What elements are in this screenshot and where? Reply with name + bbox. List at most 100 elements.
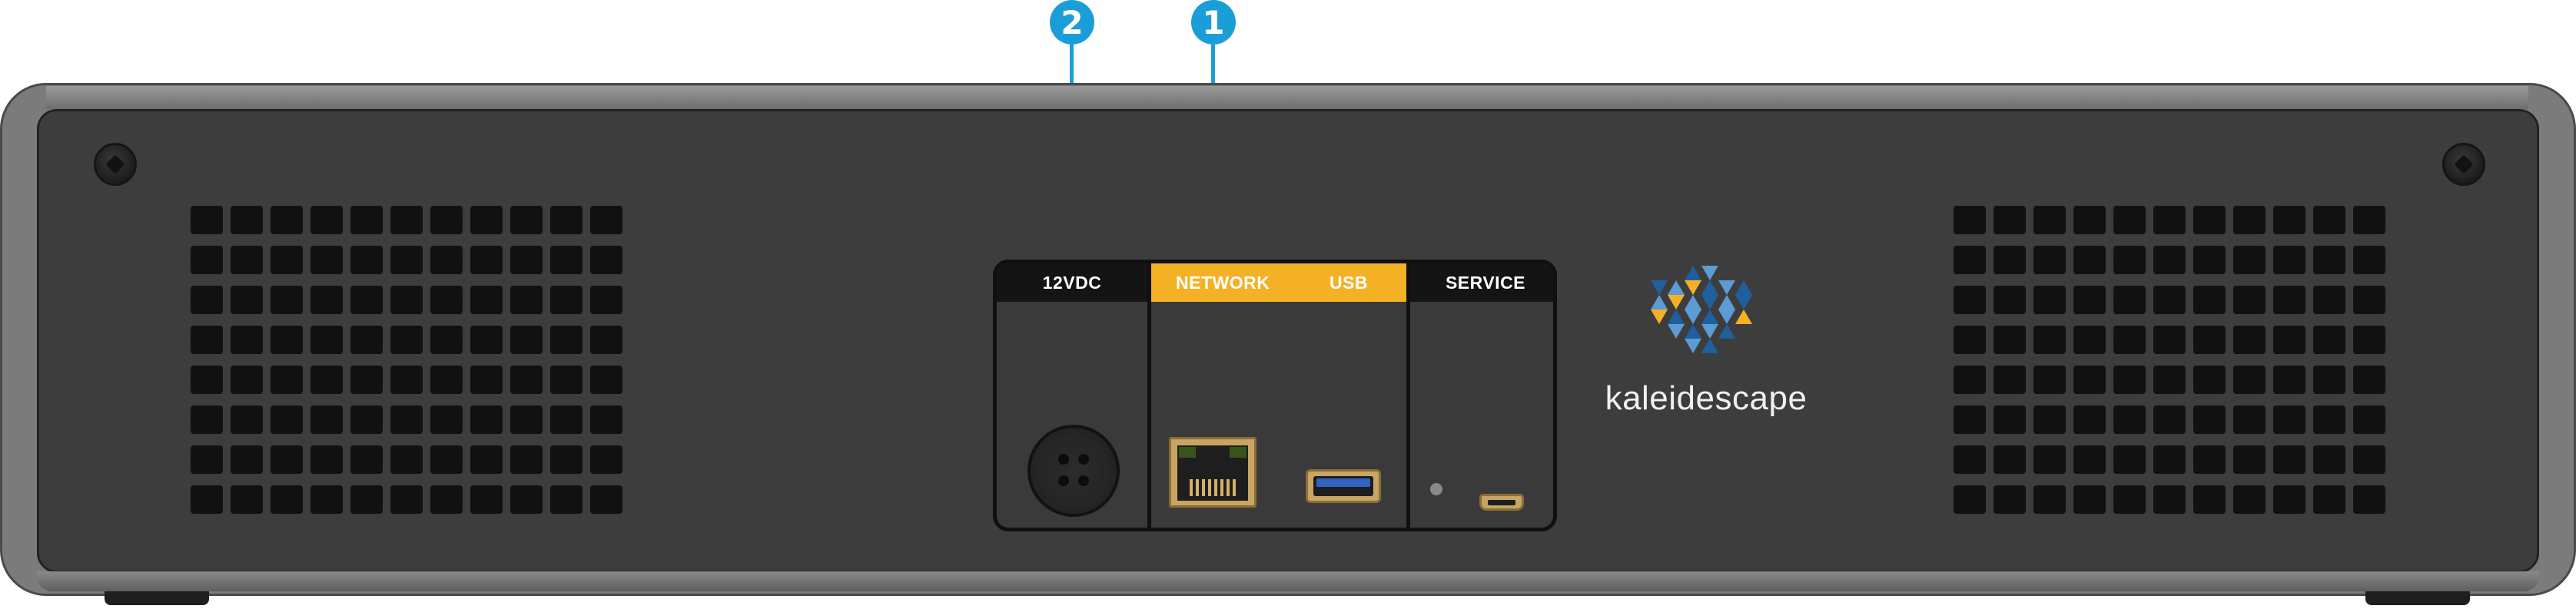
vent-hole [191, 286, 223, 314]
dc-pin [1078, 454, 1089, 465]
vent-hole [271, 246, 303, 274]
service-micro-usb-port[interactable] [1479, 494, 1524, 511]
vent-hole [2353, 445, 2385, 474]
vent-hole [191, 206, 223, 234]
vent-hole [590, 326, 622, 354]
vent-hole [2273, 405, 2305, 434]
kaleidescape-logo-icon [1651, 266, 1752, 353]
vent-hole [191, 405, 223, 434]
vent-hole [550, 485, 583, 514]
dc-power-port[interactable] [1027, 425, 1120, 517]
vent-hole [2353, 366, 2385, 394]
vent-hole [2193, 485, 2226, 514]
vent-hole [310, 246, 343, 274]
vent-hole [1993, 485, 2026, 514]
vent-hole [430, 206, 463, 234]
right-screw-icon [2442, 143, 2485, 186]
vent-hole [2153, 246, 2186, 274]
callout-badge-2: 2 [1050, 0, 1094, 45]
vent-hole [350, 445, 383, 474]
vent-hole [1993, 206, 2026, 234]
vent-hole [1954, 246, 1986, 274]
io-divider [1147, 263, 1151, 528]
io-panel: 12VDC NETWORK USB SERVICE [993, 260, 1557, 531]
logo-triangle [1735, 295, 1752, 309]
left-foot [105, 591, 209, 605]
vent-hole [390, 366, 423, 394]
usb-tongue [1316, 478, 1370, 487]
vent-hole [2153, 485, 2186, 514]
vent-hole [2073, 326, 2106, 354]
vent-hole [350, 366, 383, 394]
vent-hole [470, 206, 503, 234]
logo-triangle [1718, 280, 1735, 295]
vent-hole [2113, 246, 2146, 274]
network-contacts [1190, 479, 1236, 496]
vent-hole [1993, 405, 2026, 434]
vent-hole [2073, 405, 2106, 434]
vent-hole [2313, 366, 2345, 394]
vent-hole [2273, 206, 2305, 234]
vent-hole [2113, 445, 2146, 474]
vent-hole [231, 246, 263, 274]
vent-hole [2273, 485, 2305, 514]
vent-hole [1954, 485, 1986, 514]
vent-hole [390, 485, 423, 514]
vent-hole [350, 326, 383, 354]
logo-triangle [1651, 295, 1668, 309]
io-divider [1406, 263, 1410, 528]
vent-hole [310, 485, 343, 514]
vent-hole [510, 405, 543, 434]
vent-hole [390, 445, 423, 474]
vent-hole [470, 326, 503, 354]
logo-triangle [1668, 309, 1685, 324]
vent-hole [550, 445, 583, 474]
vent-hole [231, 206, 263, 234]
vent-hole [590, 405, 622, 434]
vent-hole [2153, 445, 2186, 474]
vent-hole [350, 206, 383, 234]
vent-hole [2033, 286, 2066, 314]
vent-hole [390, 206, 423, 234]
logo-triangle [1668, 324, 1685, 339]
vent-hole [590, 445, 622, 474]
logo-triangle [1685, 280, 1701, 295]
usb-port[interactable] [1306, 469, 1381, 503]
vent-hole [2073, 366, 2106, 394]
vent-hole [2273, 246, 2305, 274]
service-led [1430, 483, 1442, 495]
logo-triangle [1718, 295, 1735, 309]
activity-led [1230, 447, 1247, 458]
vent-hole [2233, 326, 2266, 354]
vent-hole [271, 366, 303, 394]
vent-hole [390, 286, 423, 314]
vent-hole [550, 246, 583, 274]
vent-hole [2233, 206, 2266, 234]
vent-hole [2073, 286, 2106, 314]
vent-hole [2313, 485, 2345, 514]
vent-hole [2353, 405, 2385, 434]
vent-hole [310, 366, 343, 394]
logo-triangle [1735, 309, 1752, 324]
vent-hole [1993, 326, 2026, 354]
vent-hole [2113, 326, 2146, 354]
vent-hole [1954, 326, 1986, 354]
vent-hole [1954, 445, 1986, 474]
vent-hole [231, 485, 263, 514]
left-vent-grille [191, 206, 622, 514]
vent-hole [430, 366, 463, 394]
network-port[interactable] [1169, 437, 1256, 508]
vent-hole [2193, 326, 2226, 354]
vent-hole [390, 246, 423, 274]
logo-triangle [1685, 266, 1701, 280]
vent-hole [390, 405, 423, 434]
vent-hole [430, 445, 463, 474]
service-label-bar: SERVICE [1410, 263, 1553, 302]
vent-hole [430, 286, 463, 314]
vent-hole [510, 326, 543, 354]
usb-port-opening [1313, 476, 1373, 496]
vent-hole [2353, 485, 2385, 514]
logo-triangle [1685, 339, 1701, 353]
vent-hole [2033, 326, 2066, 354]
vent-hole [2113, 405, 2146, 434]
